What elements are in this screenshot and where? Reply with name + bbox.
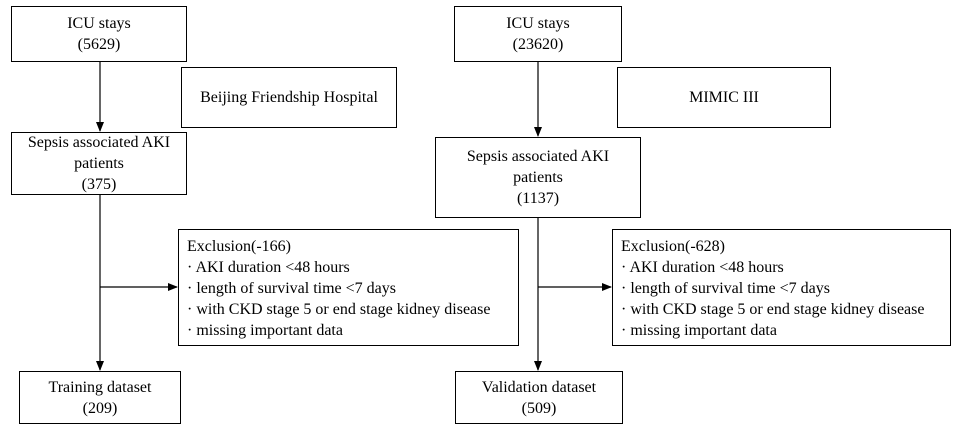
left-icu-stays-title: ICU stays bbox=[67, 15, 131, 32]
left-sepsis-box: Sepsis associated AKI patients (375) bbox=[11, 132, 187, 195]
right-final-box: Validation dataset (509) bbox=[455, 371, 623, 424]
left-exclusion-item: · missing important data bbox=[187, 322, 343, 339]
left-source-label: Beijing Friendship Hospital bbox=[200, 89, 378, 106]
right-exclusion-item: · with CKD stage 5 or end stage kidney d… bbox=[621, 301, 925, 318]
right-sepsis-count: (1137) bbox=[516, 190, 560, 207]
left-exclusion-box: Exclusion(-166) · AKI duration <48 hours… bbox=[178, 229, 519, 346]
right-icu-stays-count: (23620) bbox=[512, 36, 564, 53]
right-sepsis-line2: patients bbox=[513, 169, 563, 186]
left-final-count: (209) bbox=[82, 399, 118, 417]
right-icu-stays-box: ICU stays (23620) bbox=[454, 6, 622, 62]
right-icu-stays-title: ICU stays bbox=[506, 15, 570, 32]
right-final-count: (509) bbox=[521, 399, 557, 417]
right-final-title: Validation dataset bbox=[481, 378, 597, 396]
left-icu-stays-box: ICU stays (5629) bbox=[11, 6, 187, 62]
left-final-title: Training dataset bbox=[48, 378, 152, 396]
left-final-box: Training dataset (209) bbox=[19, 371, 181, 424]
left-exclusion-title: Exclusion(-166) bbox=[187, 238, 291, 255]
left-sepsis-line1: Sepsis associated AKI bbox=[27, 134, 171, 151]
left-exclusion-item: · length of survival time <7 days bbox=[187, 280, 396, 297]
left-exclusion-item: · with CKD stage 5 or end stage kidney d… bbox=[187, 301, 491, 318]
right-exclusion-item: · length of survival time <7 days bbox=[621, 280, 830, 297]
left-sepsis-line2: patients bbox=[74, 155, 124, 172]
right-exclusion-title: Exclusion(-628) bbox=[621, 238, 725, 255]
right-exclusion-item: · AKI duration <48 hours bbox=[621, 259, 784, 276]
right-exclusion-box: Exclusion(-628) · AKI duration <48 hours… bbox=[612, 229, 951, 346]
right-exclusion-item: · missing important data bbox=[621, 322, 777, 339]
left-source-box: Beijing Friendship Hospital bbox=[181, 67, 397, 128]
right-source-box: MIMIC III bbox=[617, 67, 831, 128]
right-sepsis-box: Sepsis associated AKI patients (1137) bbox=[435, 137, 641, 218]
left-sepsis-count: (375) bbox=[81, 176, 117, 193]
left-icu-stays-count: (5629) bbox=[77, 36, 121, 53]
left-exclusion-item: · AKI duration <48 hours bbox=[187, 259, 350, 276]
right-sepsis-line1: Sepsis associated AKI bbox=[466, 148, 610, 165]
right-source-label: MIMIC III bbox=[689, 89, 759, 106]
